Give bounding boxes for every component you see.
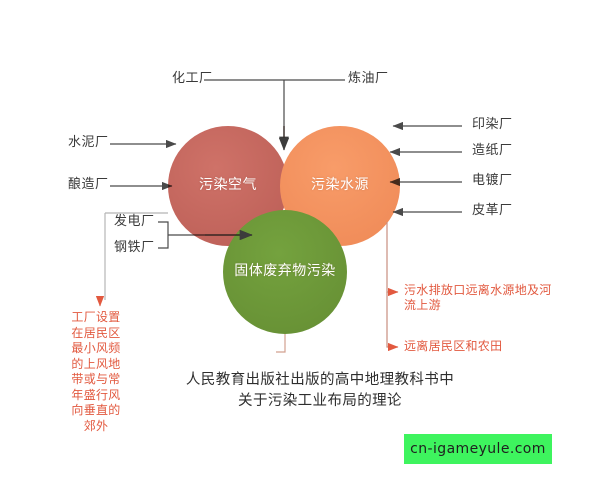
circle-solid-waste: [223, 210, 347, 334]
caption: 人民教育出版社出版的高中地理教科书中 关于污染工业布局的理论: [150, 370, 490, 412]
note-siting: 工厂设置在居民区最小风频的上风地带或与常年盛行风向垂直的郊外: [71, 310, 121, 433]
caption-line-2: 关于污染工业布局的理论: [238, 393, 402, 409]
label-dyeing-plant: 印染厂: [472, 117, 513, 132]
circle-label-solid-waste: 固体废弃物污染: [234, 263, 336, 279]
watermark-text: cn-igameyule.com: [410, 441, 546, 457]
label-power-plant: 发电厂: [114, 214, 155, 229]
red-connectors: [95, 222, 399, 353]
note-away-from-residential-farmland: 远离居民区和农田: [404, 339, 503, 353]
bracket-power-steel: [158, 221, 169, 249]
connector-lines: [104, 79, 462, 300]
arrow-water-note: [386, 222, 399, 297]
line-solid-to-note: [276, 334, 286, 353]
label-oil-refinery: 炼油厂: [348, 71, 389, 86]
arrow-farmland-note: [386, 292, 399, 352]
label-steel-plant: 钢铁厂: [114, 240, 155, 255]
label-chemical-plant: 化工厂: [172, 71, 213, 86]
label-paper-mill: 造纸厂: [472, 143, 513, 158]
label-cement-plant: 水泥厂: [68, 135, 109, 150]
circle-label-air: 污染空气: [199, 177, 257, 193]
circle-label-water: 污染水源: [311, 177, 369, 193]
note-wastewater-outlet: 污水排放口远离水源地及河流上游: [404, 283, 552, 312]
caption-line-1: 人民教育出版社出版的高中地理教科书中: [185, 372, 455, 388]
watermark-badge: cn-igameyule.com: [404, 434, 552, 464]
label-brewery: 酿造厂: [68, 177, 109, 192]
overlay-arrowheads: [205, 126, 290, 241]
venn-circles: [168, 126, 400, 334]
circle-air: [168, 126, 288, 246]
label-electroplating-plant: 电镀厂: [472, 173, 513, 188]
label-leather-plant: 皮革厂: [472, 203, 513, 218]
